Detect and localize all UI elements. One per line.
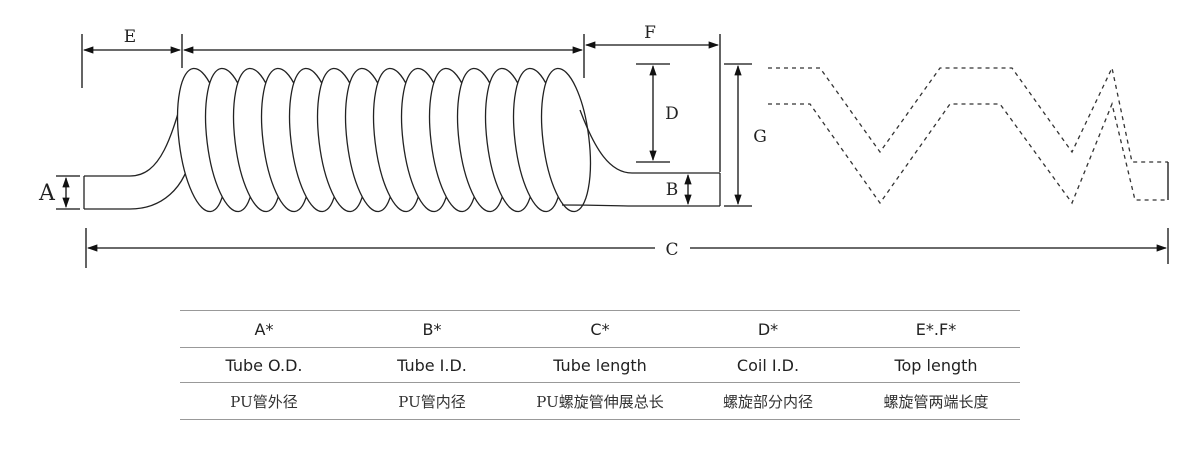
dimension-a [56,175,80,210]
chinese-cell: PU管内径 [348,382,516,420]
header-cell: D* [684,310,852,348]
header-cell: C* [516,310,684,348]
english-cell: Top length [852,347,1020,383]
dimension-g [724,63,752,207]
dimension-c [85,228,1169,268]
table-row-chinese: PU管外径 PU管内径 PU螺旋管伸展总长 螺旋部分内径 螺旋管两端长度 [180,382,1020,420]
table-header-row: A* B* C* D* E*.F* [180,310,1020,348]
chinese-cell: PU螺旋管伸展总长 [516,382,684,420]
chinese-cell: 螺旋部分内径 [684,382,852,420]
english-cell: Tube I.D. [348,347,516,383]
dimension-e [81,34,183,88]
coil-tube-diagram: E F D G B A C [38,23,1169,268]
header-cell: E*.F* [852,310,1020,348]
english-cell: Coil I.D. [684,347,852,383]
extended-tube-dashed [768,65,1168,205]
label-e: E [124,27,136,47]
table-row-english: Tube O.D. Tube I.D. Tube length Coil I.D… [180,347,1020,383]
chinese-cell: PU管外径 [180,382,348,420]
label-b: B [666,180,679,200]
header-cell: B* [348,310,516,348]
dimension-d [636,63,670,163]
label-d: D [665,104,679,124]
spec-table: A* B* C* D* E*.F* Tube O.D. Tube I.D. Tu… [180,310,1020,420]
header-cell: A* [180,310,348,348]
english-cell: Tube length [516,347,684,383]
coil-loop [540,67,592,213]
label-a: A [38,181,56,206]
dimension-f [584,34,721,172]
label-f: F [644,23,656,43]
english-cell: Tube O.D. [180,347,348,383]
label-c: C [665,240,678,260]
label-g: G [753,127,767,147]
coil-windings [176,67,592,213]
chinese-cell: 螺旋管两端长度 [852,382,1020,420]
dimension-coil-length [182,34,585,78]
coil-drawing [83,67,721,213]
